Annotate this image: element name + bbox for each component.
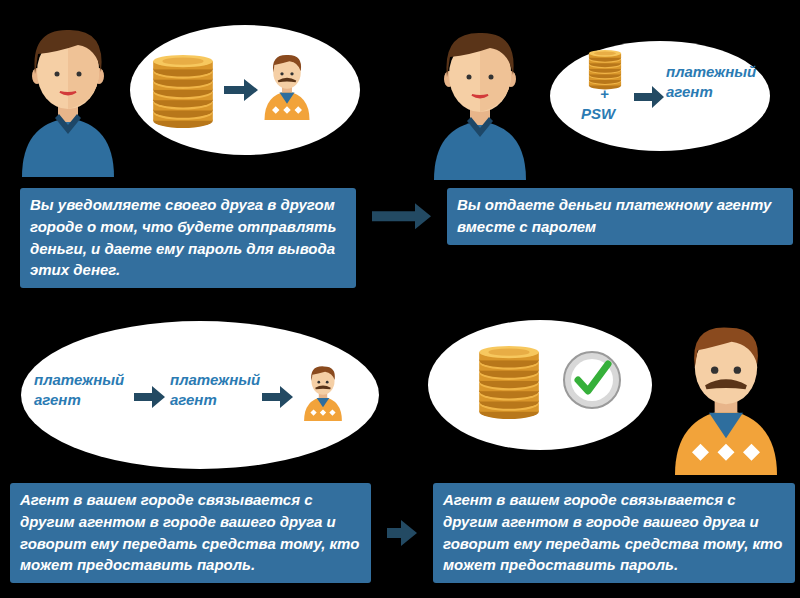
speech-bubble (130, 25, 360, 155)
bubble-text: платежный агент (34, 370, 134, 409)
step-text: Агент в вашем городе связывается с други… (20, 489, 361, 576)
arrow (224, 79, 258, 101)
bubble-text: + (600, 84, 620, 104)
person (22, 30, 114, 177)
person (434, 33, 526, 180)
arrow-shape (372, 203, 431, 229)
arrow-shape (387, 520, 417, 546)
speech-bubble (428, 320, 652, 450)
step-box: Вы уведомляете своего друга в другом гор… (20, 188, 356, 288)
bubble-text: платежный агент (666, 62, 766, 101)
flow-arrow (372, 203, 431, 229)
friend (265, 55, 310, 120)
check-badge (564, 352, 620, 408)
bubble-outline (548, 40, 772, 152)
step-box: Агент в вашем городе связывается с други… (433, 483, 795, 583)
coins (153, 55, 213, 128)
step-text: Агент в вашем городе связывается с други… (443, 489, 785, 576)
step-box: Вы отдаете деньги платежному агенту вмес… (447, 188, 793, 245)
step-text: Вы отдаете деньги платежному агенту вмес… (457, 194, 783, 238)
speech-bubble: платежный агент платежный агент (20, 320, 380, 470)
bubble-text: PSW (581, 104, 631, 124)
coins (479, 346, 539, 419)
speech-bubble: +PSW платежный агент (548, 40, 772, 152)
flow-arrow (387, 520, 417, 546)
step-box: Агент в вашем городе связывается с други… (10, 483, 371, 583)
friend (675, 327, 777, 475)
bubble-text: платежный агент (170, 370, 270, 409)
check-mark (578, 364, 608, 391)
step-text: Вы уведомляете своего друга в другом гор… (30, 194, 346, 281)
